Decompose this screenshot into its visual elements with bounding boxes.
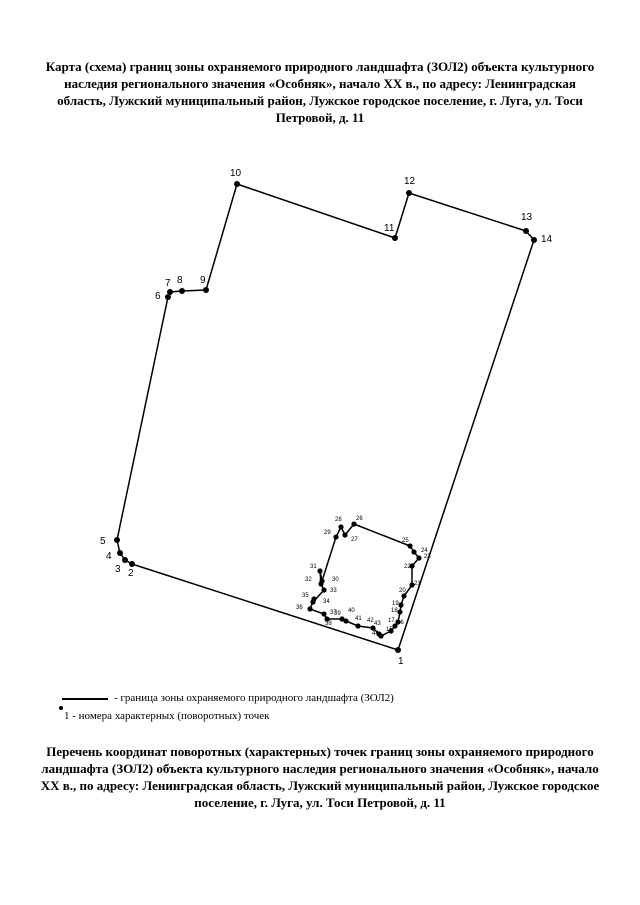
boundary-point-36: [307, 606, 313, 612]
point-label-18: 18: [391, 608, 398, 614]
boundary-point-4: [117, 550, 123, 556]
point-label-3: 3: [115, 564, 121, 575]
point-label-34: 34: [323, 599, 330, 605]
boundary-point-22: [409, 563, 415, 569]
point-label-26: 26: [356, 516, 363, 522]
point-label-5: 5: [100, 536, 106, 547]
legend-line-label: - граница зоны охраняемого природного ла…: [114, 692, 394, 704]
boundary-point-44: [378, 633, 384, 639]
boundary-point-20: [401, 593, 407, 599]
boundary-point-41: [355, 623, 361, 629]
outer-boundary-line: [116, 183, 535, 651]
boundary-point-7: [167, 289, 173, 295]
point-label-37: 37: [330, 610, 337, 616]
point-label-41: 41: [355, 616, 362, 622]
boundary-point-17: [395, 619, 401, 625]
boundary-point-31: [317, 568, 323, 574]
point-label-16: 16: [397, 620, 404, 626]
boundary-point-35: [311, 596, 317, 602]
point-label-39: 39: [334, 611, 341, 617]
point-label-11: 11: [384, 223, 395, 234]
point-label-25: 25: [402, 538, 409, 544]
legend-line-symbol: [62, 698, 108, 700]
boundary-point-6: [165, 294, 171, 300]
point-label-35: 35: [302, 593, 309, 599]
point-label-33: 33: [330, 588, 337, 594]
boundary-point-12: [406, 190, 412, 196]
point-label-29: 29: [324, 530, 331, 536]
boundary-point-13: [523, 228, 529, 234]
point-label-23: 23: [424, 554, 431, 560]
point-label-2: 2: [128, 568, 134, 579]
boundary-point-37: [321, 611, 327, 617]
boundary-point-15: [388, 628, 394, 634]
boundary-point-32: [318, 581, 324, 587]
boundary-point-5: [114, 537, 120, 543]
point-label-12: 12: [404, 176, 416, 187]
boundary-point-33: [321, 587, 327, 593]
map-title: Карта (схема) границ зоны охраняемого пр…: [45, 59, 595, 125]
point-label-7: 7: [165, 278, 171, 289]
point-label-14: 14: [541, 234, 553, 245]
point-label-22: 22: [404, 564, 411, 570]
point-label-36: 36: [296, 605, 303, 611]
boundary-point-10: [234, 181, 240, 187]
legend-point-symbol: [59, 706, 63, 710]
point-label-28: 28: [335, 517, 342, 523]
boundary-point-21: [409, 582, 415, 588]
boundary-point-2: [129, 561, 135, 567]
boundary-point-23: [416, 555, 422, 561]
point-label-8: 8: [177, 275, 183, 286]
boundary-point-16: [392, 623, 398, 629]
boundary-point-8: [179, 288, 185, 294]
point-label-27: 27: [351, 537, 358, 543]
point-label-38: 38: [325, 621, 332, 627]
boundary-point-3: [122, 557, 128, 563]
boundary-point-18: [397, 609, 403, 615]
boundary-point-24: [411, 549, 417, 555]
point-label-9: 9: [200, 275, 206, 286]
boundary-point-39: [339, 616, 345, 622]
boundary-point-38: [324, 616, 330, 622]
point-label-1: 1: [398, 656, 404, 667]
point-label-40: 40: [348, 608, 355, 614]
point-label-6: 6: [155, 291, 161, 302]
point-label-42: 42: [367, 618, 374, 624]
boundary-point-25: [407, 543, 413, 549]
boundary-point-11: [392, 235, 398, 241]
boundary-point-28: [338, 524, 344, 530]
boundary-point-27: [342, 532, 348, 538]
point-label-44: 44: [372, 631, 379, 637]
boundary-point-1: [395, 647, 401, 653]
boundary-point-14: [531, 237, 537, 243]
point-label-15: 15: [386, 627, 393, 633]
point-label-10: 10: [230, 168, 242, 179]
boundary-point-19: [398, 602, 404, 608]
point-label-32: 32: [305, 577, 312, 583]
boundary-point-26: [351, 521, 357, 527]
point-label-20: 20: [399, 588, 406, 594]
point-label-43: 43: [374, 621, 381, 627]
legend-point-label: 1 - номера характерных (поворотных) точе…: [64, 710, 270, 722]
point-label-17: 17: [388, 618, 395, 624]
point-label-19: 19: [392, 601, 399, 607]
point-label-4: 4: [106, 551, 112, 562]
coordinates-list-title: Перечень координат поворотных (характерн…: [40, 744, 600, 810]
point-label-30: 30: [332, 577, 339, 583]
boundary-point-40: [343, 618, 349, 624]
boundary-point-42: [370, 625, 376, 631]
boundary-point-29: [333, 534, 339, 540]
boundary-point-9: [203, 287, 209, 293]
point-label-31: 31: [310, 564, 317, 570]
point-label-13: 13: [521, 212, 533, 223]
point-label-24: 24: [421, 548, 428, 554]
point-label-21: 21: [414, 581, 421, 587]
